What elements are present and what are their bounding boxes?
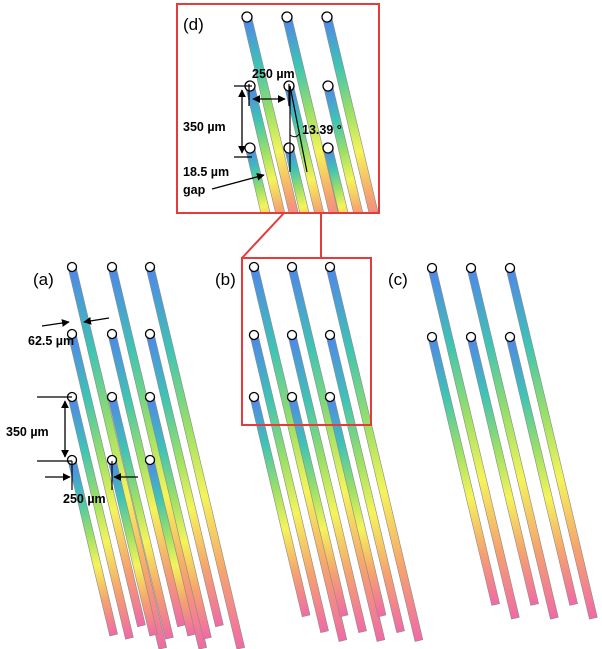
- fiber-rod: [248, 329, 329, 633]
- fiber-core-end: [504, 331, 516, 343]
- fiber-core-end: [248, 329, 260, 341]
- vertical-pitch-label: 350 µm: [6, 425, 49, 439]
- fiber-core-end: [106, 391, 118, 403]
- fiber-core-end: [286, 261, 298, 273]
- fiber-rod: [465, 331, 539, 606]
- fiber-core-end: [324, 329, 336, 341]
- fiber-core-end: [106, 328, 118, 340]
- panel-c-fibers: [426, 262, 598, 620]
- fiber-rod: [426, 262, 520, 620]
- fiber-rod: [144, 261, 246, 649]
- fiber-core-end: [66, 328, 78, 340]
- panel-d-dimensions: 350 µm 250 µm 13.39 ° 18.5 µm gap: [183, 67, 342, 197]
- fiber-rod: [322, 142, 356, 213]
- fiber-core-end: [144, 391, 156, 403]
- fiber-core-end: [465, 331, 477, 343]
- fiber-rod: [144, 391, 212, 640]
- fiber-core-end: [504, 262, 516, 274]
- fiber-rod: [324, 261, 424, 642]
- fiber-core-end: [426, 331, 438, 343]
- detail-highlight-box: [241, 257, 372, 426]
- fiber-rod: [241, 11, 306, 213]
- fiber-core-end: [322, 80, 334, 92]
- fiber-rod: [321, 11, 379, 213]
- fiber-rod: [286, 329, 367, 633]
- fiber-core-end: [324, 261, 336, 273]
- panel-label-a: (a): [33, 270, 54, 289]
- gap-label-line1: 18.5 µm: [183, 165, 229, 179]
- fiber-rod: [324, 329, 405, 633]
- fiber-core-end: [241, 11, 253, 23]
- fiber-core-end: [66, 261, 78, 273]
- fiber-rod: [106, 391, 174, 640]
- fiber-core-end: [281, 11, 293, 23]
- fiber-rod: [426, 331, 500, 606]
- gap-label-line2: gap: [183, 183, 206, 197]
- fiber-rod: [144, 454, 196, 637]
- fiber-rod: [283, 142, 317, 213]
- panel-label-c: (c): [388, 270, 408, 289]
- panel-a-fibers: [66, 261, 246, 649]
- panel-d: [176, 3, 380, 214]
- detail-vertical-pitch-label: 350 µm: [183, 120, 226, 134]
- fiber-rod: [504, 331, 578, 606]
- panel-a-dimensions: 62.5 µm 350 µm 250 µm: [6, 317, 138, 506]
- panel-label-d: (d): [183, 15, 204, 34]
- panel-label-b: (b): [215, 270, 236, 289]
- core-diameter-label: 62.5 µm: [28, 334, 74, 348]
- detail-horizontal-pitch-label: 250 µm: [252, 67, 295, 81]
- fiber-rod: [144, 328, 224, 628]
- fiber-core-end: [321, 11, 333, 23]
- fiber-core-end: [286, 391, 298, 403]
- fiber-core-end: [248, 391, 260, 403]
- fiber-rod: [324, 391, 387, 618]
- fiber-rod: [465, 262, 559, 620]
- tilt-angle-label: 13.39 °: [302, 123, 342, 137]
- fiber-core-end: [322, 142, 334, 154]
- fiber-core-end: [144, 261, 156, 273]
- fiber-rod: [322, 80, 370, 213]
- panel-b-fibers: [248, 261, 424, 642]
- fiber-core-end: [106, 261, 118, 273]
- fiber-core-end: [144, 454, 156, 466]
- fiber-core-end: [465, 262, 477, 274]
- fiber-core-end: [248, 261, 260, 273]
- fiber-rod: [504, 262, 598, 620]
- fiber-core-end: [144, 328, 156, 340]
- fiber-rod: [106, 454, 158, 637]
- fiber-rod: [281, 11, 346, 213]
- fiber-core-end: [106, 454, 118, 466]
- fiber-core-end: [426, 262, 438, 274]
- fiber-rod: [244, 142, 278, 213]
- fiber-rod: [248, 391, 311, 618]
- fiber-core-end: [324, 391, 336, 403]
- horizontal-pitch-label: 250 µm: [63, 492, 106, 506]
- detail-frame: [176, 3, 380, 214]
- fiber-core-end: [286, 329, 298, 341]
- fiber-rod: [286, 391, 349, 618]
- detail-connector-left: [241, 212, 285, 259]
- panel-d-fibers: [241, 11, 379, 213]
- fiber-rod: [66, 328, 146, 628]
